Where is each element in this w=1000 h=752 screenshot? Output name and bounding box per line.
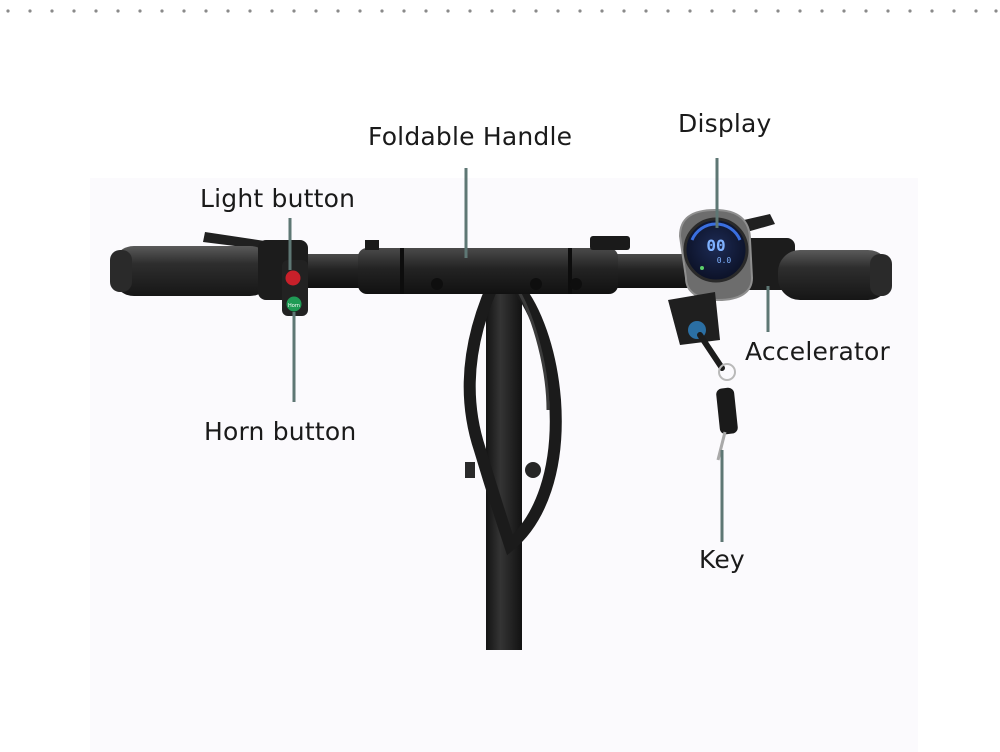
left-grip (110, 232, 308, 300)
label-light-button: Light button (200, 184, 356, 213)
ignition-lock (668, 292, 736, 381)
label-horn-button: Horn button (204, 417, 357, 446)
horn-button-knob (286, 296, 302, 312)
key (716, 387, 738, 461)
display-speed-readout: 00 (706, 236, 725, 255)
label-foldable-handle: Foldable Handle (368, 122, 573, 151)
control-buttons-left: Horn (282, 260, 308, 316)
display-sub-readout: 0.0 (717, 256, 732, 265)
label-key: Key (699, 545, 745, 574)
horn-button-text: Horn (288, 303, 300, 309)
label-display: Display (678, 109, 772, 138)
light-button-knob (285, 270, 301, 286)
leader-lines (288, 158, 770, 542)
handlebar (300, 236, 700, 294)
dotted-border-top (6, 9, 998, 13)
brake-cable (463, 264, 562, 556)
label-accelerator: Accelerator (745, 337, 891, 366)
